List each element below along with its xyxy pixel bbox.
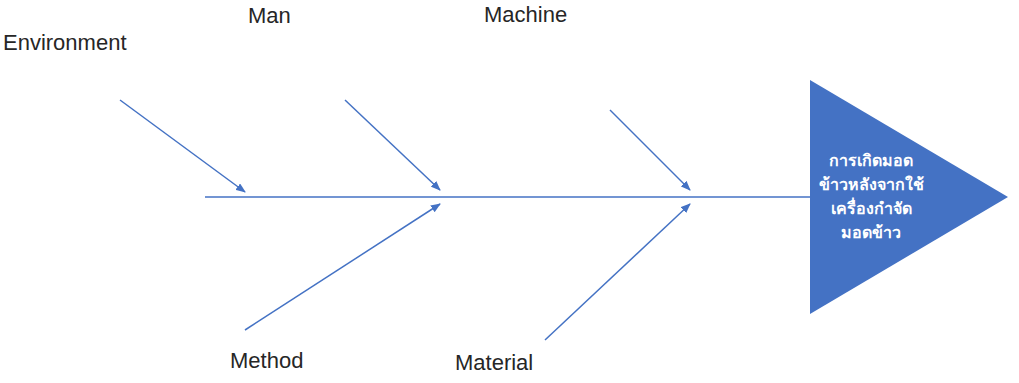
category-label: Method (230, 348, 303, 374)
material-bone (545, 204, 690, 340)
category-label: Environment (3, 30, 127, 56)
category-label: Man (248, 3, 291, 29)
spine-line (205, 196, 810, 198)
category-label: Material (455, 350, 533, 376)
man-bone (345, 100, 440, 190)
machine-bone (610, 110, 690, 190)
environment-bone (120, 100, 245, 192)
category-label: Machine (484, 2, 567, 28)
triangle-shape (810, 80, 1008, 314)
effect-text: การเกิดมอด ข้าวหลังจากใช้ เครื่องกำจัด ม… (812, 149, 930, 245)
method-bone (245, 204, 440, 330)
effect-head: การเกิดมอด ข้าวหลังจากใช้ เครื่องกำจัด ม… (810, 80, 1008, 314)
